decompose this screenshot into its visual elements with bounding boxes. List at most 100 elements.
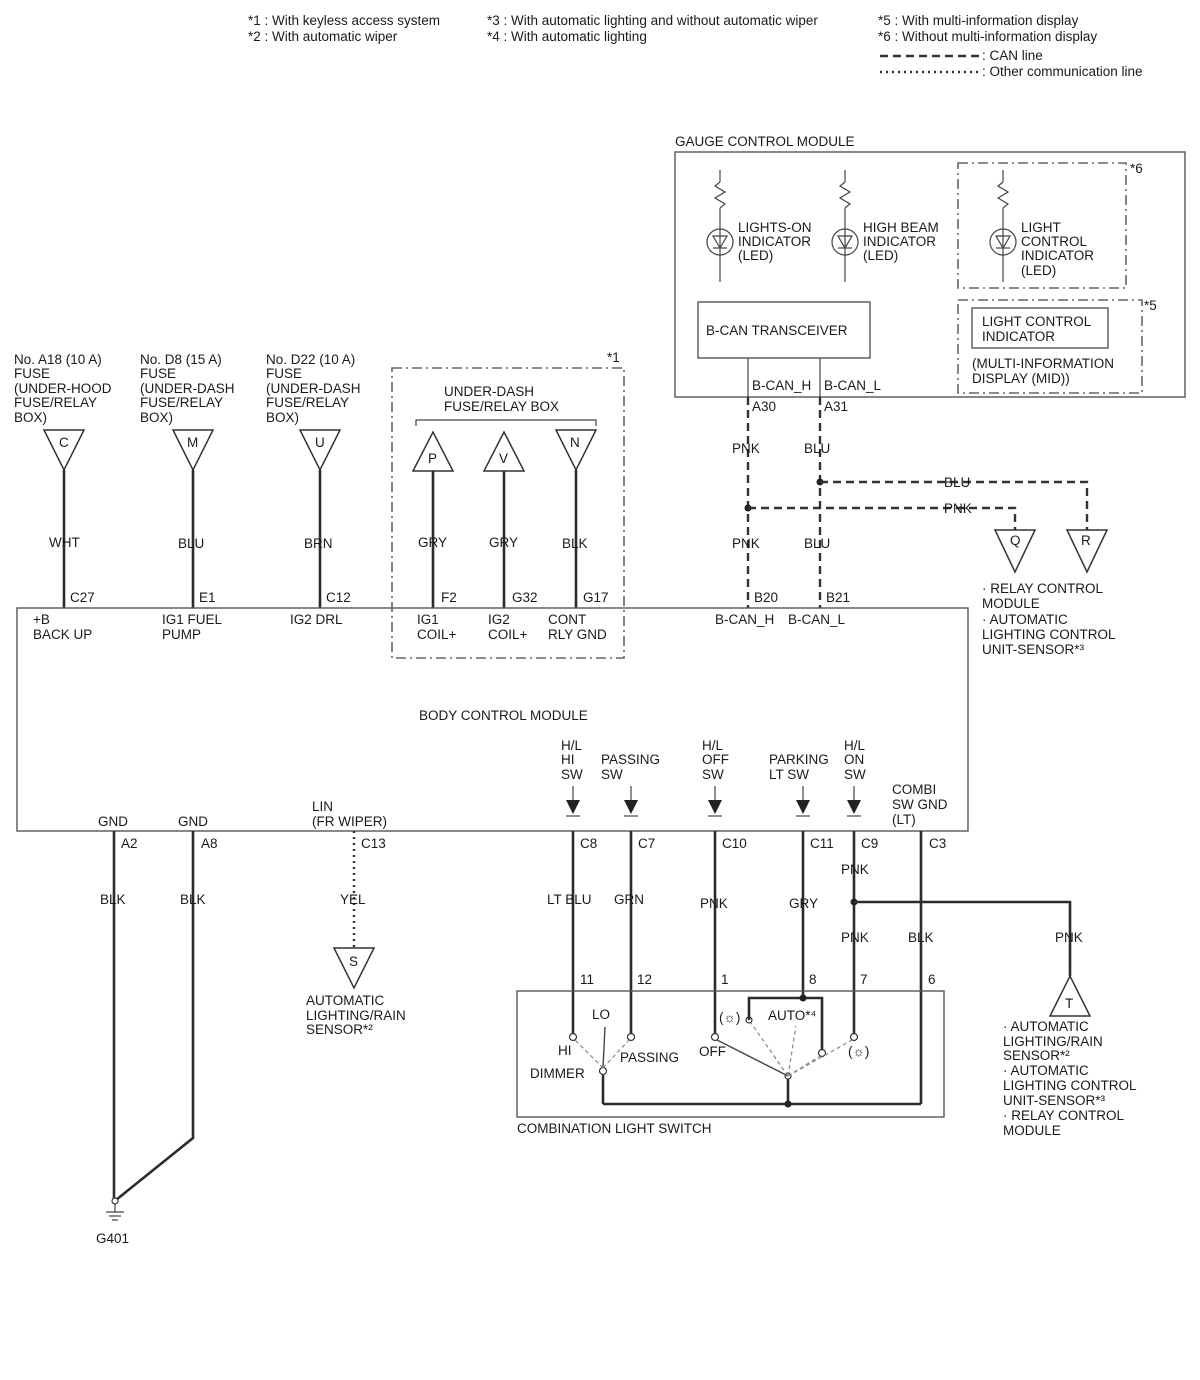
svg-text:· AUTOMATIC: · AUTOMATIC bbox=[982, 612, 1068, 627]
svg-text:6: 6 bbox=[928, 972, 936, 987]
svg-text:PASSING: PASSING bbox=[620, 1050, 679, 1065]
svg-text:RLY GND: RLY GND bbox=[548, 627, 607, 642]
svg-text:INDICATOR: INDICATOR bbox=[738, 234, 811, 249]
svg-text:INDICATOR: INDICATOR bbox=[982, 329, 1055, 344]
svg-text:GND: GND bbox=[98, 814, 128, 829]
svg-text:R: R bbox=[1081, 533, 1091, 548]
wire-blk-a8: BLK bbox=[180, 892, 206, 907]
ground-g401: G401 bbox=[96, 1231, 129, 1246]
pin-c9: C9 bbox=[861, 836, 878, 851]
pin-f2: F2 bbox=[441, 590, 457, 605]
svg-text:IG2: IG2 bbox=[488, 612, 510, 627]
svg-text:CONT: CONT bbox=[548, 612, 586, 627]
pin-c10: C10 bbox=[722, 836, 747, 851]
svg-text:LIGHTING CONTROL: LIGHTING CONTROL bbox=[982, 627, 1116, 642]
svg-text:V: V bbox=[499, 451, 508, 466]
svg-text:SW: SW bbox=[561, 767, 583, 782]
svg-text:+B: +B bbox=[33, 612, 50, 627]
wire-brn: BRN bbox=[304, 536, 333, 551]
svg-text:LIGHTS-ON: LIGHTS-ON bbox=[738, 220, 812, 235]
svg-text:FUSE/RELAY: FUSE/RELAY bbox=[14, 395, 97, 410]
wire-gry-c11: GRY bbox=[789, 896, 818, 911]
wire-pnk-can-top: PNK bbox=[732, 441, 760, 456]
wire-pnk-can-low: PNK bbox=[732, 536, 760, 551]
cls-title: COMBINATION LIGHT SWITCH bbox=[517, 1121, 712, 1136]
svg-text:HIGH BEAM: HIGH BEAM bbox=[863, 220, 939, 235]
svg-text:8: 8 bbox=[809, 972, 817, 987]
gauge-can-h: B-CAN_H bbox=[752, 378, 811, 393]
svg-text:T: T bbox=[1065, 996, 1073, 1011]
legend-other-label: : Other communication line bbox=[982, 64, 1143, 79]
can-bus: PNK BLU BLU PNK Q R · RELAY CONTROL MODU… bbox=[715, 397, 1116, 657]
svg-text:M: M bbox=[187, 435, 198, 450]
svg-text:BOX): BOX) bbox=[14, 410, 47, 425]
svg-text:N: N bbox=[570, 435, 580, 450]
pin-c7: C7 bbox=[638, 836, 655, 851]
gauge-title: GAUGE CONTROL MODULE bbox=[675, 134, 855, 149]
wire-pnk-c9: PNK bbox=[841, 862, 869, 877]
mark-6: *6 bbox=[1130, 161, 1143, 176]
svg-text:(LED): (LED) bbox=[738, 248, 773, 263]
note-3: *3 : With automatic lighting and without… bbox=[487, 13, 818, 28]
pin-c3: C3 bbox=[929, 836, 946, 851]
svg-text:LIGHTING/RAIN: LIGHTING/RAIN bbox=[306, 1008, 406, 1023]
mid-light-control-indicator bbox=[971, 307, 1109, 349]
svg-text:COIL+: COIL+ bbox=[417, 627, 457, 642]
connector-t-icon bbox=[1048, 974, 1092, 1017]
svg-text:(UNDER-DASH: (UNDER-DASH bbox=[266, 381, 361, 396]
svg-text:SENSOR*²: SENSOR*² bbox=[306, 1022, 373, 1037]
svg-text:FUSE: FUSE bbox=[140, 366, 176, 381]
svg-text:LT SW: LT SW bbox=[769, 767, 809, 782]
bcm-title: BODY CONTROL MODULE bbox=[419, 708, 588, 723]
svg-text:IG1: IG1 bbox=[417, 612, 439, 627]
cls-box bbox=[516, 990, 945, 1118]
svg-text:C: C bbox=[59, 435, 69, 450]
switch-input-parking: PARKING LT SW C11 GRY 8 bbox=[769, 752, 834, 998]
svg-text:IG2 DRL: IG2 DRL bbox=[290, 612, 343, 627]
svg-text:UNIT-SENSOR*³: UNIT-SENSOR*³ bbox=[982, 642, 1085, 657]
svg-text:AUTO*⁴: AUTO*⁴ bbox=[768, 1008, 817, 1023]
parking-light-icon: (☼) bbox=[719, 1010, 740, 1025]
wire-blu-branch: BLU bbox=[944, 475, 970, 490]
svg-text:H/L: H/L bbox=[702, 738, 724, 753]
svg-text:(UNDER-DASH: (UNDER-DASH bbox=[140, 381, 235, 396]
svg-text:COIL+: COIL+ bbox=[488, 627, 528, 642]
wire-gry-g32: GRY bbox=[489, 535, 518, 550]
svg-text:AUTOMATIC: AUTOMATIC bbox=[306, 993, 385, 1008]
svg-text:SW: SW bbox=[702, 767, 724, 782]
fuse-d8: No. D8 (15 A) FUSE (UNDER-DASH FUSE/RELA… bbox=[140, 352, 235, 642]
note-4: *4 : With automatic lighting bbox=[487, 29, 647, 44]
svg-text:IG1 FUEL: IG1 FUEL bbox=[162, 612, 223, 627]
note-2: *2 : With automatic wiper bbox=[248, 29, 398, 44]
arrow-icon bbox=[708, 800, 722, 814]
note-6: *6 : Without multi-information display bbox=[878, 29, 1097, 44]
svg-text:LIN: LIN bbox=[312, 799, 333, 814]
gauge-control-module: GAUGE CONTROL MODULE LIGHTS-ON INDICATOR… bbox=[674, 134, 1186, 398]
ground-circuit: GND GND A2 A8 BLK BLK G401 bbox=[96, 814, 218, 1246]
pin-c12: C12 bbox=[326, 590, 351, 605]
pin-a30: A30 bbox=[752, 399, 776, 414]
bcm-can-h: B-CAN_H bbox=[715, 612, 774, 627]
svg-text:H/L: H/L bbox=[844, 738, 866, 753]
bcm-can-l: B-CAN_L bbox=[788, 612, 846, 627]
svg-text:7: 7 bbox=[860, 972, 868, 987]
svg-text:PUMP: PUMP bbox=[162, 627, 201, 642]
svg-text:(LT): (LT) bbox=[892, 812, 916, 827]
svg-text:FUSE/RELAY: FUSE/RELAY bbox=[140, 395, 223, 410]
svg-text:No. D22 (10 A): No. D22 (10 A) bbox=[266, 352, 355, 367]
wire-pnk-branch: PNK bbox=[944, 501, 972, 516]
bcm-box bbox=[16, 607, 969, 832]
svg-text:PARKING: PARKING bbox=[769, 752, 829, 767]
svg-text:FUSE/RELAY BOX: FUSE/RELAY BOX bbox=[444, 399, 559, 414]
pin-c13: C13 bbox=[361, 836, 386, 851]
svg-text:11: 11 bbox=[580, 972, 594, 987]
svg-text:FUSE: FUSE bbox=[14, 366, 50, 381]
svg-text:P: P bbox=[428, 451, 437, 466]
pin-c27: C27 bbox=[70, 590, 95, 605]
note-1: *1 : With keyless access system bbox=[248, 13, 440, 28]
connector-s-icon bbox=[332, 947, 376, 990]
svg-text:HI: HI bbox=[561, 752, 575, 767]
svg-text:INDICATOR: INDICATOR bbox=[1021, 248, 1094, 263]
pin-a8: A8 bbox=[201, 836, 218, 851]
pin-a31: A31 bbox=[824, 399, 848, 414]
